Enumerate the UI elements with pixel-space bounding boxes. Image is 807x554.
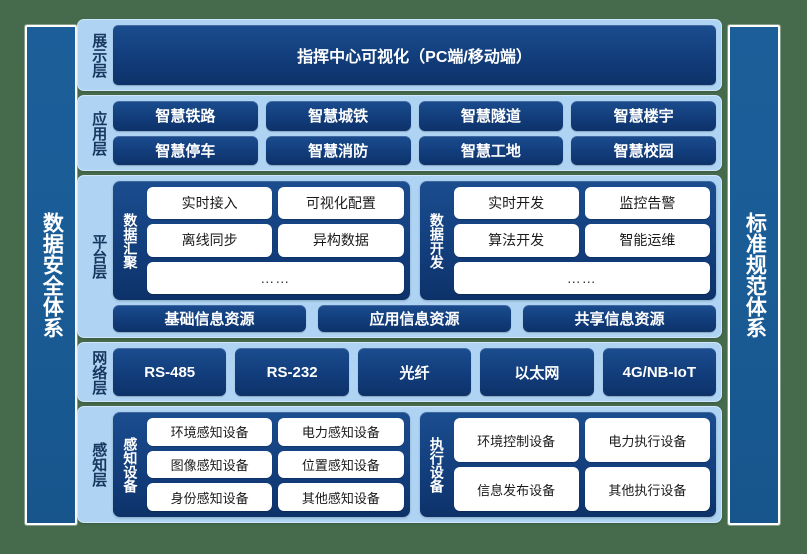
layer-sensing-label: 感知层: [90, 442, 108, 487]
group-sensing-devices-title: 感知设备: [122, 436, 139, 493]
network-item-4g-nbiot[interactable]: 4G/NB-IoT: [602, 348, 717, 396]
layer-sensing-body: 感知设备 环境感知设备 电力感知设备 图像感知设备 位置感知设备: [113, 412, 716, 517]
development-row-2: 算法开发 智能运维: [453, 224, 710, 257]
development-item-realtime-dev[interactable]: 实时开发: [453, 187, 579, 220]
sensing-groups: 感知设备 环境感知设备 电力感知设备 图像感知设备 位置感知设备: [113, 412, 716, 517]
display-banner[interactable]: 指挥中心可视化（PC端/移动端）: [113, 25, 716, 85]
app-item-smart-construction-site[interactable]: 智慧工地: [418, 135, 564, 165]
layer-stack: 展示层 指挥中心可视化（PC端/移动端） 应用层 智慧铁路 智慧城铁 智慧隧道 …: [77, 19, 722, 531]
actuator-item-environment-control[interactable]: 环境控制设备: [453, 418, 579, 462]
layer-display: 展示层 指挥中心可视化（PC端/移动端）: [77, 19, 722, 91]
actuator-row-1: 环境控制设备 电力执行设备: [453, 418, 710, 462]
actuator-item-power-execution[interactable]: 电力执行设备: [584, 418, 710, 462]
app-item-smart-building[interactable]: 智慧楼宇: [571, 101, 716, 131]
left-sidebar-label: 数据安全体系: [40, 212, 64, 338]
app-item-smart-campus[interactable]: 智慧校园: [571, 135, 716, 165]
app-item-smart-firefighting[interactable]: 智慧消防: [265, 135, 411, 165]
aggregation-item-heterogeneous-data[interactable]: 异构数据: [278, 224, 404, 257]
aggregation-row-1: 实时接入 可视化配置: [147, 187, 404, 220]
group-actuator-devices: 执行设备 环境控制设备 电力执行设备 信息发布设备 其他执行设备: [419, 412, 716, 517]
sensing-item-power[interactable]: 电力感知设备: [278, 418, 404, 446]
layer-display-body: 指挥中心可视化（PC端/移动端）: [113, 25, 716, 85]
group-data-aggregation: 数据汇聚 实时接入 可视化配置 离线同步 异构数据: [113, 181, 410, 300]
development-item-more[interactable]: ……: [453, 261, 710, 294]
sensing-row-1: 环境感知设备 电力感知设备: [147, 418, 404, 446]
aggregation-row-2: 离线同步 异构数据: [147, 224, 404, 257]
network-item-fiber[interactable]: 光纤: [357, 348, 472, 396]
development-row-1: 实时开发 监控告警: [453, 187, 710, 220]
aggregation-row-3: ……: [147, 261, 404, 294]
app-item-smart-urban-rail[interactable]: 智慧城铁: [265, 101, 411, 131]
aggregation-item-offline-sync[interactable]: 离线同步: [147, 224, 273, 257]
group-data-aggregation-title: 数据汇聚: [122, 212, 139, 269]
layer-network: 网络层 RS-485 RS-232 光纤 以太网 4G/NB-IoT: [77, 342, 722, 402]
actuator-item-other[interactable]: 其他执行设备: [584, 467, 710, 511]
right-sidebar-standards: 标准规范体系: [728, 25, 780, 525]
layer-platform-body: 数据汇聚 实时接入 可视化配置 离线同步 异构数据: [113, 181, 716, 332]
network-item-ethernet[interactable]: 以太网: [480, 348, 594, 396]
development-item-algorithm-dev[interactable]: 算法开发: [453, 224, 579, 257]
app-item-smart-tunnel[interactable]: 智慧隧道: [418, 101, 564, 131]
application-row-1: 智慧铁路 智慧城铁 智慧隧道 智慧楼宇: [113, 101, 716, 131]
layer-platform-label: 平台层: [90, 234, 108, 279]
layer-display-label: 展示层: [90, 32, 108, 78]
layer-network-label: 网络层: [90, 349, 108, 395]
app-item-smart-railway[interactable]: 智慧铁路: [113, 101, 258, 131]
right-sidebar-label: 标准规范体系: [743, 212, 767, 338]
resource-basic-information[interactable]: 基础信息资源: [113, 305, 306, 332]
layer-application-label: 应用层: [90, 110, 108, 156]
platform-resources: 基础信息资源 应用信息资源 共享信息资源: [113, 305, 716, 332]
layer-application: 应用层 智慧铁路 智慧城铁 智慧隧道 智慧楼宇 智慧停车 智慧消防 智慧工地 智…: [77, 95, 722, 171]
group-sensing-devices-items: 环境感知设备 电力感知设备 图像感知设备 位置感知设备 身份感知设备 其他感知设…: [147, 418, 404, 512]
platform-groups: 数据汇聚 实时接入 可视化配置 离线同步 异构数据: [113, 181, 716, 300]
layer-application-body: 智慧铁路 智慧城铁 智慧隧道 智慧楼宇 智慧停车 智慧消防 智慧工地 智慧校园: [113, 101, 716, 165]
resource-shared-information[interactable]: 共享信息资源: [523, 305, 716, 332]
group-data-aggregation-items: 实时接入 可视化配置 离线同步 异构数据 ……: [147, 187, 404, 294]
resource-application-information[interactable]: 应用信息资源: [318, 305, 511, 332]
network-item-rs232[interactable]: RS-232: [235, 348, 349, 396]
aggregation-item-realtime-ingest[interactable]: 实时接入: [147, 187, 273, 220]
sensing-item-environment[interactable]: 环境感知设备: [147, 418, 273, 446]
actuator-row-2: 信息发布设备 其他执行设备: [453, 467, 710, 511]
actuator-item-information-release[interactable]: 信息发布设备: [453, 467, 579, 511]
group-data-development-title: 数据开发: [428, 212, 445, 269]
sensing-row-2: 图像感知设备 位置感知设备: [147, 450, 404, 479]
group-data-development-items: 实时开发 监控告警 算法开发 智能运维 ……: [453, 187, 710, 294]
development-item-monitoring-alarm[interactable]: 监控告警: [584, 187, 710, 220]
group-actuator-devices-title: 执行设备: [428, 436, 445, 493]
group-actuator-devices-items: 环境控制设备 电力执行设备 信息发布设备 其他执行设备: [453, 418, 710, 511]
sensing-item-identity[interactable]: 身份感知设备: [147, 483, 273, 512]
group-data-development: 数据开发 实时开发 监控告警 算法开发 智能运维: [419, 181, 716, 300]
left-sidebar-data-security: 数据安全体系: [25, 25, 77, 525]
application-row-2: 智慧停车 智慧消防 智慧工地 智慧校园: [113, 135, 716, 165]
development-row-3: ……: [453, 261, 710, 294]
network-items: RS-485 RS-232 光纤 以太网 4G/NB-IoT: [113, 348, 717, 396]
layer-sensing: 感知层 感知设备 环境感知设备 电力感知设备: [77, 406, 722, 523]
sensing-item-location[interactable]: 位置感知设备: [278, 450, 404, 479]
layer-network-body: RS-485 RS-232 光纤 以太网 4G/NB-IoT: [113, 348, 717, 396]
sensing-item-image[interactable]: 图像感知设备: [147, 450, 273, 479]
group-sensing-devices: 感知设备 环境感知设备 电力感知设备 图像感知设备 位置感知设备: [113, 412, 410, 517]
sensing-item-other[interactable]: 其他感知设备: [278, 483, 404, 512]
layer-platform: 平台层 数据汇聚 实时接入 可视化配置: [77, 175, 722, 338]
aggregation-item-more[interactable]: ……: [147, 261, 404, 294]
development-item-intelligent-ops[interactable]: 智能运维: [584, 224, 710, 257]
app-item-smart-parking[interactable]: 智慧停车: [113, 135, 258, 165]
network-item-rs485[interactable]: RS-485: [113, 348, 227, 396]
aggregation-item-visual-config[interactable]: 可视化配置: [278, 187, 404, 220]
sensing-row-3: 身份感知设备 其他感知设备: [147, 483, 404, 512]
